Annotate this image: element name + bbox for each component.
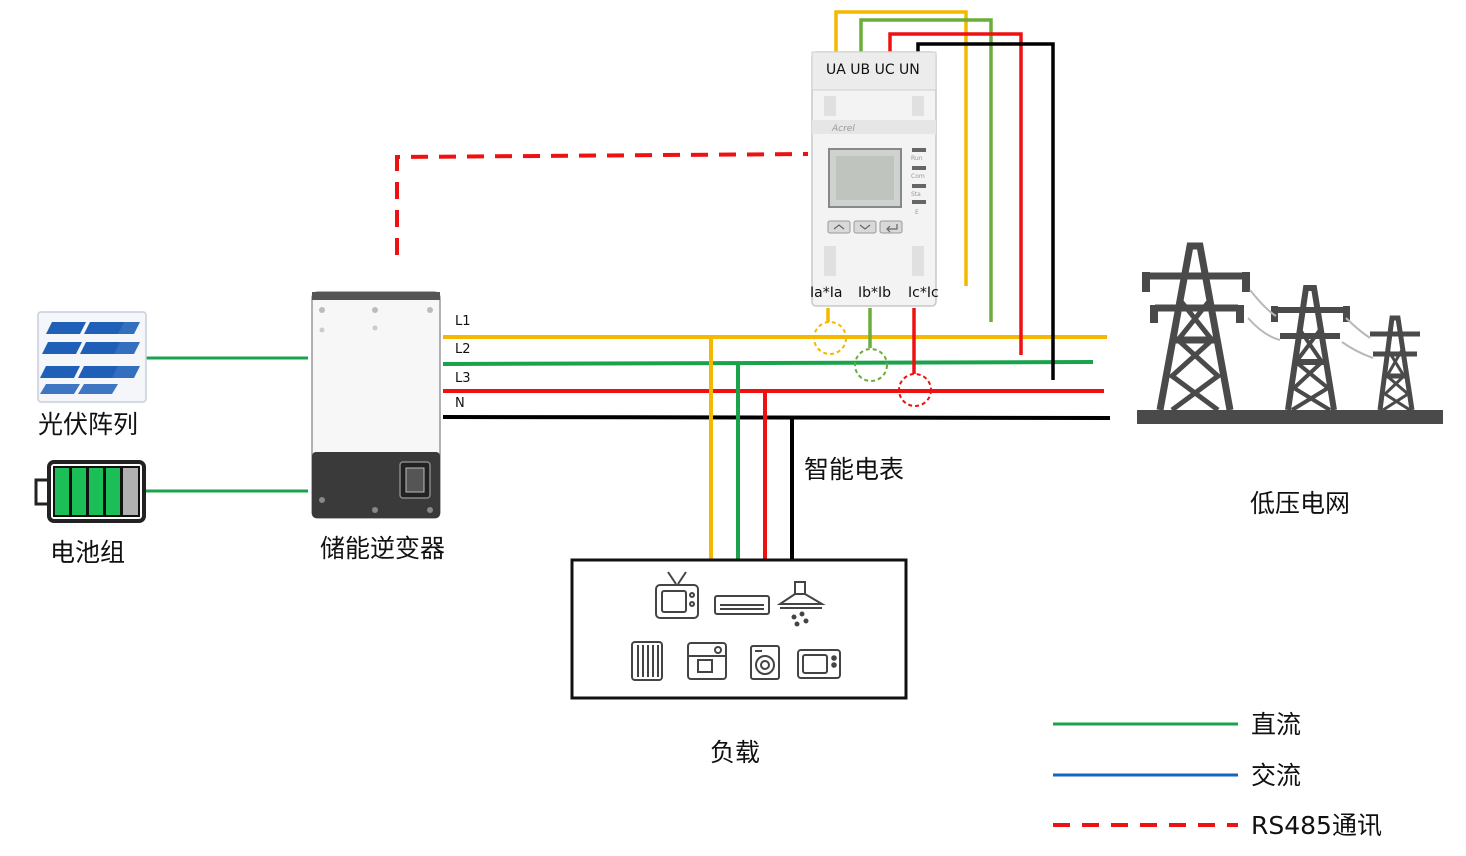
power-tower-icon <box>1137 242 1443 424</box>
appliance-icons <box>631 571 841 681</box>
legend-rs485-label: RS485通讯 <box>1251 811 1382 840</box>
tv-icon <box>655 571 699 619</box>
svg-text:E: E <box>915 209 919 216</box>
meter-voltage-terminals: UA UB UC UN <box>826 62 920 78</box>
meter-ct-c-label: Ic*Ic <box>908 285 939 301</box>
ct-a <box>813 321 847 355</box>
heater-icon <box>631 641 663 681</box>
legend-dc-label: 直流 <box>1251 710 1301 739</box>
meter-label: 智能电表 <box>804 455 904 484</box>
load-label: 负载 <box>710 738 760 767</box>
bus-label-n: N <box>455 396 465 411</box>
svg-text:Sta: Sta <box>911 191 921 198</box>
battery-icon <box>34 460 146 523</box>
meter-brand: Acrel <box>831 124 855 134</box>
svg-text:Run: Run <box>911 155 923 162</box>
bus-label-l2: L2 <box>455 342 471 357</box>
coffee-machine-icon <box>687 642 727 680</box>
meter-enter-button[interactable] <box>879 220 903 234</box>
smart-meter: Acrel Run Com Sta E UA UB UC UN Ia*Ia Ib… <box>810 51 939 307</box>
meter-wire-ua <box>834 10 968 286</box>
load-box <box>570 558 908 700</box>
grid-label: 低压电网 <box>1250 489 1350 518</box>
svg-text:Com: Com <box>911 173 925 180</box>
legend-ac-label: 交流 <box>1251 761 1301 790</box>
washing-machine-icon <box>750 645 780 680</box>
pv-array-icon <box>37 311 147 403</box>
meter-wire-uc <box>888 32 1023 355</box>
inverter-label: 储能逆变器 <box>320 534 445 563</box>
meter-up-button[interactable] <box>827 220 851 234</box>
rs485-link <box>395 152 809 255</box>
meter-down-button[interactable] <box>853 220 877 234</box>
microwave-icon <box>797 649 841 679</box>
meter-wire-ub <box>859 18 993 322</box>
bus-n <box>442 415 1111 420</box>
meter-wire-un <box>916 42 1055 380</box>
ct-c <box>898 373 932 407</box>
meter-ct-a-label: Ia*Ia <box>810 285 842 301</box>
legend: 直流 交流 RS485通讯 <box>1053 710 1382 840</box>
bus-l2 <box>442 360 1094 366</box>
range-hood-icon <box>776 581 826 627</box>
meter-ct-b-label: Ib*Ib <box>858 285 891 301</box>
bus-label-l1: L1 <box>455 314 471 329</box>
battery-label: 电池组 <box>50 538 125 567</box>
ct-b <box>854 348 888 382</box>
inverter-icon <box>311 291 441 519</box>
bus-label-l3: L3 <box>455 371 471 386</box>
air-conditioner-icon <box>714 595 770 615</box>
pv-label: 光伏阵列 <box>38 410 138 439</box>
